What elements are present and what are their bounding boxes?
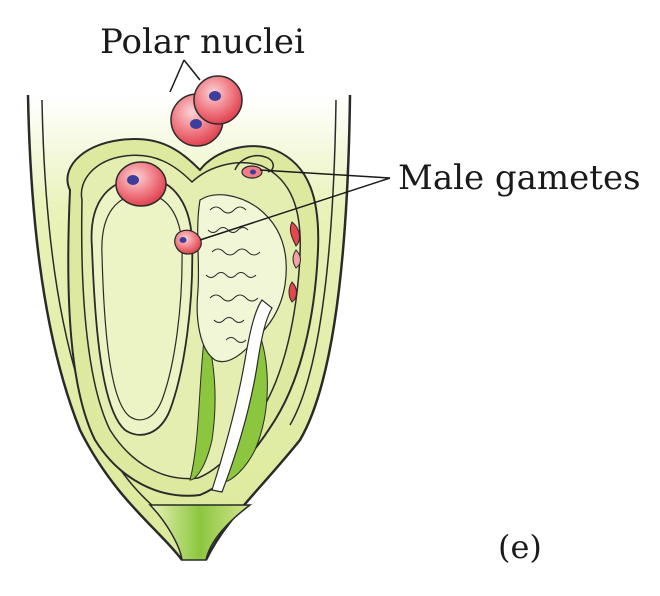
polar-nuclei-pointer [169,59,201,93]
polar-nuclei-label: Polar nuclei [100,22,305,62]
synergid-mark-2 [292,249,301,269]
male-gamete-2 [174,229,202,255]
funiculus [148,504,253,561]
synergid-mark-3 [288,281,297,303]
ovary-left-edge [26,94,184,561]
synergid-mark-1 [289,221,300,247]
micropyle-flap [234,154,274,173]
green-tissue-left [189,329,216,481]
male-gametes-label: Male gametes [398,158,641,198]
panel-label: (e) [498,528,542,566]
male-gamete-1 [241,165,263,179]
egg-cell [115,161,167,207]
male-gametes-pointer [199,169,391,241]
ovary-inner-right-line [289,99,337,426]
label-pointers [169,59,391,241]
cell-squiggles [205,206,261,343]
pollen-tube [211,299,273,493]
polar-nuclei [170,75,243,147]
